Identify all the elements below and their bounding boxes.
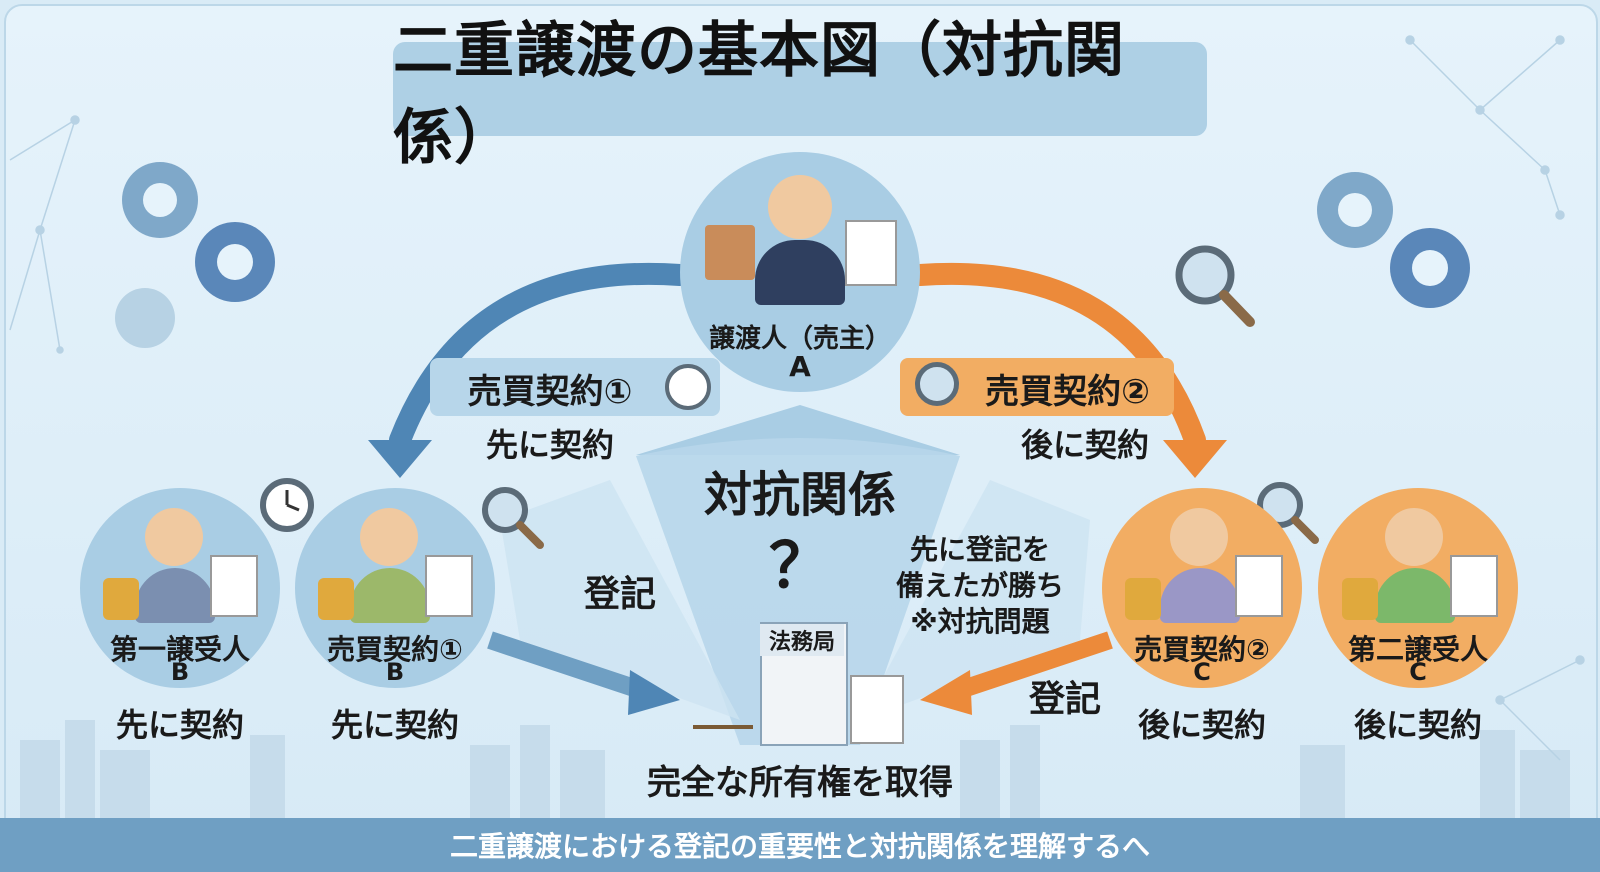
- title-banner: 二重譲渡の基本図（対抗関係）: [393, 16, 1207, 173]
- right-note-line2: 備えたが勝ち: [895, 569, 1064, 602]
- house-icon: [705, 225, 755, 280]
- building-icon: [760, 622, 848, 746]
- buyer4-label: 第二譲受人: [1347, 633, 1488, 666]
- buyer2-label: 売買契約①: [327, 633, 463, 666]
- gear-icon: [122, 162, 198, 238]
- arrow-a-to-b-head: [368, 440, 432, 478]
- buyer2-letter: B: [385, 658, 405, 686]
- network-lines: [9, 35, 1585, 761]
- buyer3-label: 売買契約②: [1134, 633, 1270, 666]
- arrow-c-to-office-head: [920, 670, 972, 715]
- right-note-line1: 先に登記を: [909, 533, 1050, 566]
- office-label: 法務局: [760, 624, 844, 656]
- seller-letter: A: [789, 350, 811, 383]
- buyer1-label: 第一譲受人: [109, 633, 250, 666]
- footer-text: 二重譲渡における登記の重要性と対抗関係を理解するへ: [449, 830, 1150, 863]
- magnifier-icon: [915, 362, 959, 406]
- arrow-b-to-office-head: [628, 670, 680, 715]
- arrow-a-to-b: [389, 262, 691, 451]
- office-result: 完全な所有権を取得: [647, 763, 953, 803]
- city-skyline: [20, 720, 1570, 820]
- magnifier-icon: [1175, 245, 1255, 327]
- gear-icon: [195, 222, 275, 302]
- arrow-b-to-office: [487, 631, 643, 699]
- document-icon: [1235, 555, 1283, 617]
- magnifier-icon: [482, 487, 544, 549]
- contract2-label: 売買契約②: [985, 372, 1150, 412]
- document-icon: [210, 555, 258, 617]
- buyer2-sub: 先に契約: [330, 706, 459, 744]
- clock-icon: [665, 364, 711, 410]
- center-cone: [636, 438, 960, 745]
- coins-icon: [318, 578, 354, 620]
- coins-icon: [1125, 578, 1161, 620]
- buyer3-sub: 後に契約: [1137, 706, 1266, 744]
- left-wedge: [500, 480, 740, 720]
- contract1-label: 売買契約①: [467, 372, 633, 412]
- buyer3-letter: C: [1193, 658, 1211, 686]
- buyer1-sub: 先に契約: [115, 706, 244, 744]
- document-icon: [850, 675, 904, 744]
- contract2-sub: 後に契約: [1020, 426, 1149, 464]
- avatar: [1385, 508, 1443, 566]
- avatar: [145, 508, 203, 566]
- coins-icon: [103, 578, 139, 620]
- avatar: [360, 508, 418, 566]
- coins-icon: [1342, 578, 1378, 620]
- buyer1-letter: B: [170, 658, 190, 686]
- page-title: 二重譲渡の基本図（対抗関係）: [393, 16, 1125, 173]
- seller-avatar: [768, 175, 832, 239]
- gear-icon: [1390, 228, 1470, 308]
- right-note-line3: ※対抗問題: [910, 605, 1050, 638]
- seller-suit: [755, 240, 845, 305]
- left-registration-note: 登記: [583, 574, 656, 615]
- avatar: [1170, 508, 1228, 566]
- gear-icon: [1317, 172, 1393, 248]
- right-wedge: [860, 480, 1090, 720]
- document-icon: [425, 555, 473, 617]
- arrow-c-to-office: [957, 631, 1113, 699]
- question-mark: ？: [768, 529, 831, 602]
- document-icon: [1450, 555, 1498, 617]
- buyer4-letter: C: [1409, 658, 1427, 686]
- document-icon: [845, 220, 897, 286]
- scales-icon: [693, 675, 753, 729]
- contract1-sub: 先に契約: [485, 426, 614, 464]
- arrow-a-to-c: [909, 262, 1206, 451]
- footer-banner: 二重譲渡における登記の重要性と対抗関係を理解するへ: [0, 818, 1600, 872]
- seller-label: 譲渡人（売主）: [708, 324, 891, 354]
- arrow-a-to-c-head: [1163, 440, 1227, 478]
- conflict-heading: 対抗関係: [703, 467, 896, 523]
- right-arrow-label: 登記: [1028, 679, 1101, 720]
- buyer4-sub: 後に契約: [1353, 706, 1482, 744]
- clock-icon: [260, 478, 314, 532]
- scales-icon: [115, 288, 175, 348]
